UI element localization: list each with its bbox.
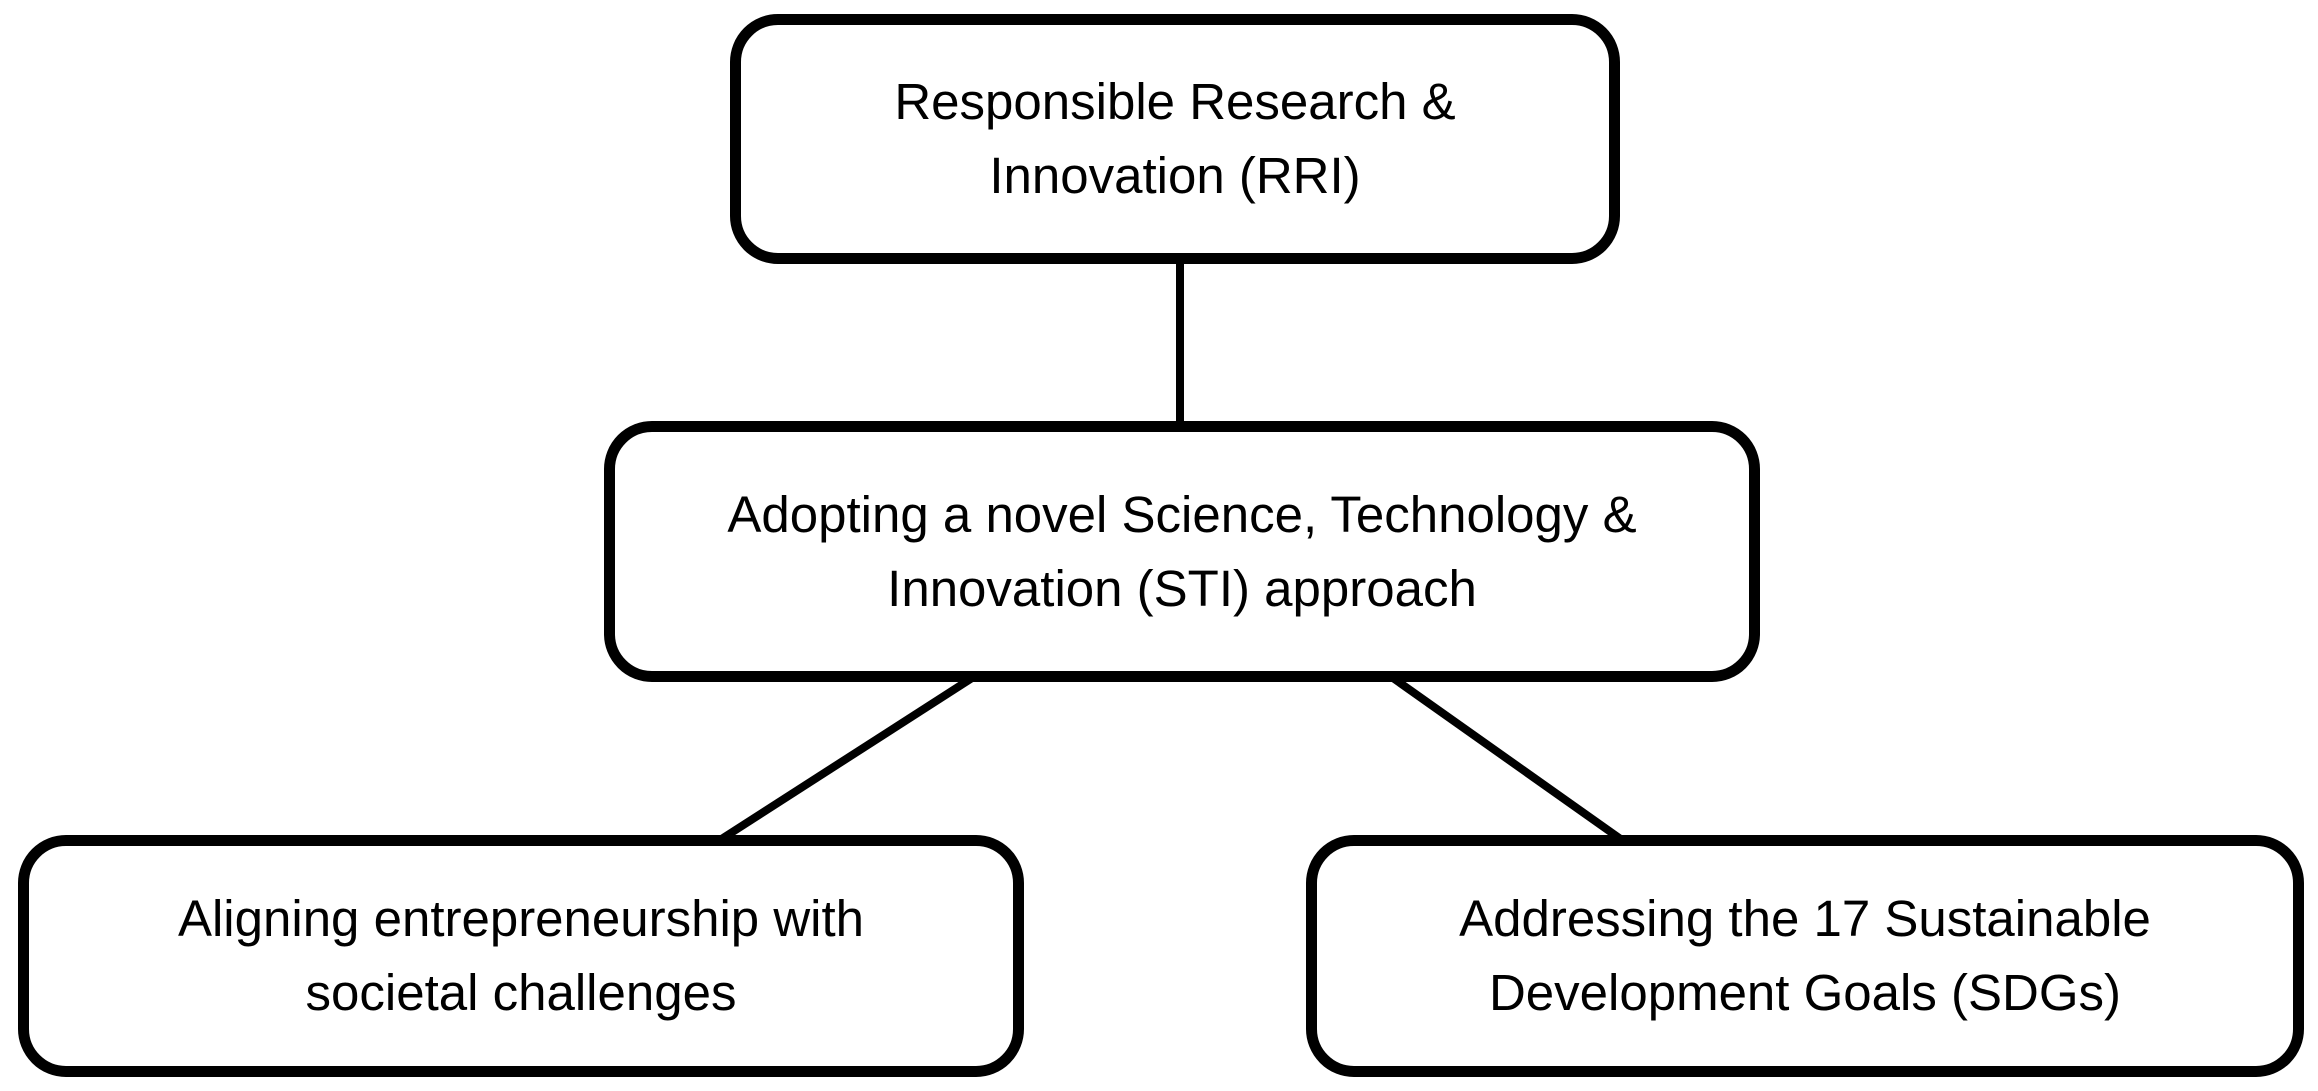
node-aligning-entrepreneurship: Aligning entrepreneurship with societal … — [18, 835, 1024, 1077]
node-sdg-goals: Addressing the 17 Sustainable Developmen… — [1306, 835, 2304, 1077]
node-sti-approach: Adopting a novel Science, Technology & I… — [604, 421, 1760, 682]
node-sti-approach-label: Adopting a novel Science, Technology & I… — [727, 485, 1637, 617]
node-responsible-research-innovation-label: Responsible Research & Innovation (RRI) — [894, 73, 1456, 204]
node-responsible-research-innovation: Responsible Research & Innovation (RRI) — [730, 14, 1620, 264]
connector-sti-to-align — [717, 674, 975, 844]
node-sdg-goals-label: Addressing the 17 Sustainable Developmen… — [1459, 890, 2151, 1021]
connector-sti-to-sdg — [1390, 674, 1625, 844]
node-aligning-entrepreneurship-label: Aligning entrepreneurship with societal … — [177, 890, 865, 1021]
